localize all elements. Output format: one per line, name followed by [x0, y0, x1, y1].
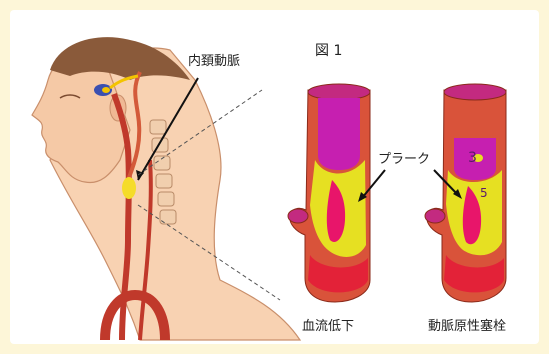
- carotid-bifurcation: [122, 177, 136, 199]
- orbit-vessel-highlight: [102, 87, 110, 93]
- vessel-right-branch: [425, 209, 445, 223]
- vessel-right: [425, 84, 506, 302]
- vessel-left-lumen: [318, 98, 360, 170]
- right-caption: 動脈原性塞栓: [428, 315, 506, 334]
- figure-number: 図 1: [315, 40, 342, 60]
- embolus-mark-1: 3: [468, 150, 477, 166]
- figure-panel: 内頚動脈 図 1 プラーク 3 5 血流低下 動脈原性塞栓: [10, 10, 539, 344]
- head-neck-illustration: [32, 37, 300, 340]
- embolus-mark-2: 5: [480, 186, 488, 200]
- plaque-label: プラーク: [378, 148, 430, 167]
- illustration: [10, 10, 539, 344]
- vessel-left-branch: [288, 209, 308, 223]
- artery-label: 内頚動脈: [188, 50, 240, 69]
- hair: [50, 37, 190, 80]
- left-caption: 血流低下: [302, 315, 354, 334]
- vessel-left: [288, 84, 370, 302]
- vessel-left-opening: [308, 84, 370, 100]
- vessel-right-opening: [444, 84, 506, 100]
